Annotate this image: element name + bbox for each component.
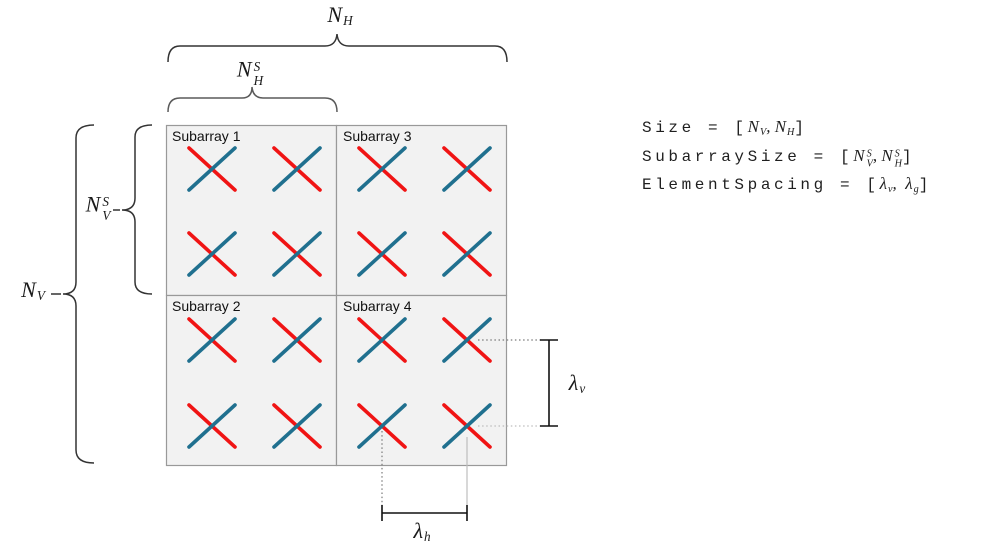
subarray-2-label: Subarray 2 — [172, 298, 241, 314]
element-blue-line — [272, 231, 322, 277]
subarray-3-label: Subarray 3 — [343, 128, 412, 144]
subarray-4-label: Subarray 4 — [343, 298, 412, 314]
element-blue-line — [442, 146, 492, 192]
lambda-v-measure — [540, 339, 558, 427]
element-blue-line — [187, 403, 237, 449]
dotted-guides — [381, 339, 543, 506]
element-blue-line — [187, 231, 237, 277]
brace-nvs — [121, 124, 153, 295]
element-blue-line — [442, 403, 492, 449]
element-blue-line — [442, 231, 492, 277]
brace-nv — [62, 124, 95, 464]
element-blue-line — [442, 317, 492, 363]
element-blue-line — [187, 146, 237, 192]
element-blue-line — [357, 403, 407, 449]
element-blue-line — [272, 317, 322, 363]
subarray-1-label: Subarray 1 — [172, 128, 241, 144]
element-blue-line — [357, 317, 407, 363]
element-blue-line — [272, 146, 322, 192]
element-blue-line — [187, 317, 237, 363]
element-blue-line — [357, 146, 407, 192]
element-blue-line — [357, 231, 407, 277]
antenna-elements — [187, 146, 492, 449]
lambda-h-measure — [381, 505, 468, 521]
element-blue-line — [272, 403, 322, 449]
brace-nhs — [167, 86, 338, 113]
brace-nh — [167, 33, 508, 63]
